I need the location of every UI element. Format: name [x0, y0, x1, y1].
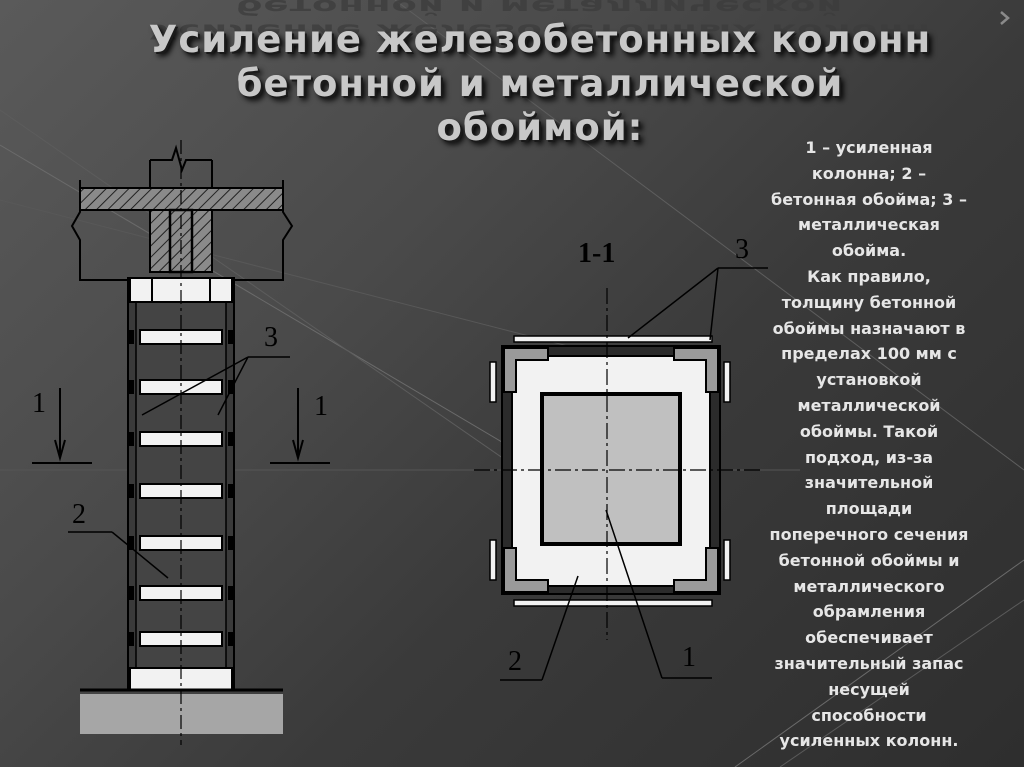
description-line: площади — [825, 499, 913, 519]
elevation-label-2: 2 — [72, 499, 86, 530]
slide-title-line: бетонной и металлической — [236, 62, 844, 105]
description-line: усиленных колонн. — [779, 731, 959, 751]
section-label: 1-1 — [578, 238, 615, 269]
description-line: несущей — [828, 679, 910, 699]
section-label-1: 1 — [682, 642, 696, 673]
description-line: значительный запас — [774, 653, 964, 673]
corner-angles — [503, 347, 719, 593]
description-line: бетонной обоймы и — [778, 550, 960, 570]
slide-title-line: обоймой: — [436, 106, 644, 149]
slide-title: Усиление железобетонных колонн бетонной … — [110, 18, 970, 150]
description-line: 1 – усиленная — [805, 138, 933, 157]
next-slide-arrow-icon[interactable] — [998, 10, 1012, 26]
section-view: 1-1 — [474, 234, 768, 681]
description-line: обойма. — [831, 241, 907, 261]
column-core — [540, 392, 682, 546]
elevation-label-3: 3 — [264, 322, 278, 353]
cut-label-right: 1 — [314, 391, 328, 422]
description-line: поперечного сечения — [769, 524, 969, 544]
section-cut-left — [32, 388, 92, 464]
section-label-2: 2 — [508, 646, 522, 677]
elevation-view: 1 1 3 2 — [32, 140, 330, 745]
description-line: обоймы назначают в — [772, 318, 966, 338]
description-line: подход, из-за — [804, 447, 934, 467]
description-line: бетонная обойма; 3 – — [771, 189, 967, 209]
description-line: способности — [811, 705, 927, 725]
description-line: пределах 100 мм с — [781, 344, 957, 364]
cut-label-left: 1 — [32, 388, 46, 419]
slide-title-line: Усиление железобетонных колонн — [148, 18, 932, 61]
description-line: толщину бетонной — [781, 292, 957, 312]
description-line: колонна; 2 – — [811, 163, 927, 183]
description-line: обрамления — [812, 602, 926, 622]
metal-frame — [489, 335, 731, 607]
description-line: установкой — [816, 370, 922, 390]
section-label-3: 3 — [735, 234, 749, 265]
description-line: металлической — [797, 395, 941, 415]
description-line: обоймы. Такой — [799, 421, 939, 441]
description-line: Как правило, — [807, 266, 931, 286]
description-line: обеспечивает — [805, 628, 933, 648]
description-text: 1 – усиленная колонна; 2 – бетонная обой… — [738, 135, 1000, 754]
description-line: металлического — [793, 576, 945, 596]
description-line: значительной — [804, 473, 934, 493]
section-cut-right — [270, 388, 330, 464]
description-line: металлическая — [798, 215, 940, 235]
